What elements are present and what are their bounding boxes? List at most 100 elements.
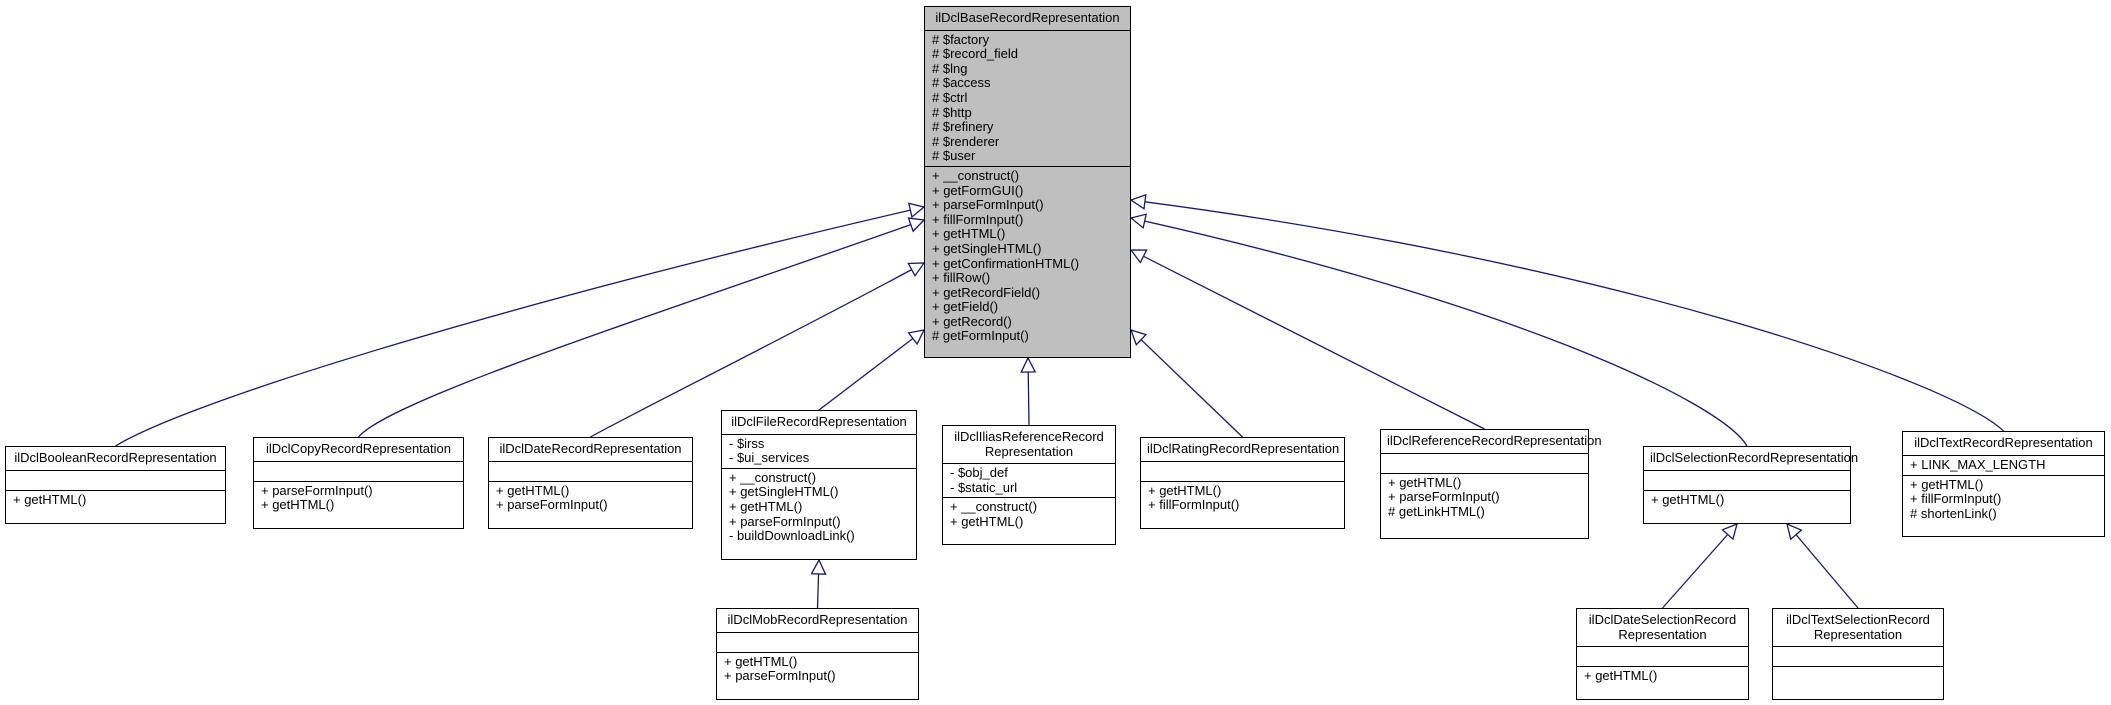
class-box-reference[interactable]: ilDclReferenceRecordRepresentation+ getH…: [1380, 429, 1602, 539]
method-item: # getLinkHTML(): [1388, 503, 1485, 519]
method-item: + __construct(): [729, 469, 817, 485]
inheritance-arrowhead: [1786, 522, 1803, 541]
inheritance-edge-copy: [358, 219, 925, 438]
inheritance-arrowhead: [1129, 193, 1147, 210]
methods-section: + parseFormInput()+ getHTML(): [254, 480, 463, 528]
methods-section: + getHTML()+ fillFormInput()# shortenLin…: [1903, 474, 2104, 536]
class-name-line: ilDclDateSelectionRecord: [1588, 612, 1737, 627]
method-item: # shortenLink(): [1910, 505, 1997, 521]
method-item: + getHTML(): [13, 491, 87, 507]
inheritance-arrowhead: [907, 262, 926, 278]
method-item: + getSingleHTML(): [729, 484, 839, 500]
class-name: ilDclReferenceRecordRepresentation: [1381, 430, 1602, 453]
method-item: + getHTML(): [261, 497, 335, 513]
class-box-selection[interactable]: ilDclSelectionRecordRepresentation+ getH…: [1643, 446, 1859, 524]
method-item: + parseFormInput(): [932, 197, 1044, 213]
methods-section: + getHTML(): [1577, 666, 1748, 699]
method-item: # getFormInput(): [932, 328, 1029, 344]
method-item: + fillFormInput(): [1148, 497, 1240, 513]
class-box-boolean[interactable]: ilDclBooleanRecordRepresentation + getHTM…: [5, 446, 226, 524]
class-name-line: ilDclSelectionRecordRepresentation: [1650, 450, 1859, 465]
class-name-line: ilDclTextSelectionRecord: [1786, 612, 1930, 627]
class-name: ilDclDateRecordRepresentation: [489, 438, 692, 461]
attribute-item: # $access: [932, 75, 991, 91]
attributes-section: [1644, 469, 1850, 490]
inheritance-edge-file: [818, 329, 925, 411]
methods-section: + __construct()+ getFormGUI()+ parseForm…: [925, 165, 1130, 357]
inheritance-edge-text: [1130, 199, 2004, 432]
attribute-item: # $renderer: [932, 133, 1000, 149]
attribute-item: # $lng: [932, 60, 968, 76]
class-name-line: ilDclRatingRecordRepresentation: [1147, 441, 1340, 456]
class-box-mob[interactable]: ilDclMobRecordRepresentation + getHTML()+…: [716, 608, 919, 700]
attribute-item: - $irss: [729, 435, 765, 451]
attributes-section: [254, 460, 463, 481]
attributes-section: [1141, 460, 1344, 481]
class-box-base[interactable]: ilDclBaseRecordRepresentation# $factory#…: [924, 6, 1131, 358]
class-name-line: ilDclReferenceRecordRepresentation: [1387, 433, 1602, 448]
attribute-item: # $ctrl: [932, 89, 968, 105]
class-name-line: ilDclTextRecordRepresentation: [1914, 435, 2093, 450]
class-name: ilDclRatingRecordRepresentation: [1141, 438, 1344, 461]
class-name: ilDclSelectionRecordRepresentation: [1644, 447, 1859, 470]
method-item: + getRecordField(): [932, 284, 1041, 300]
class-box-date[interactable]: ilDclDateRecordRepresentation+ getHTML()…: [488, 437, 693, 529]
inheritance-edge-textselection: [1786, 523, 1859, 609]
inheritance-edge-date: [590, 262, 925, 438]
method-item: + getConfirmationHTML(): [932, 255, 1080, 271]
method-item: + getHTML(): [1584, 668, 1658, 684]
class-name: ilDclBooleanRecordRepresentation: [6, 447, 225, 470]
class-name-line: ilDclCopyRecordRepresentation: [266, 441, 451, 456]
method-item: + parseFormInput(): [729, 513, 841, 529]
inheritance-arrowhead: [1129, 249, 1148, 264]
attributes-section: - $irss- $ui_services: [722, 433, 916, 468]
inheritance-edge-selection: [1130, 217, 1748, 447]
methods-section: + getHTML(): [6, 489, 225, 523]
class-name: ilDclFileRecordRepresentation: [722, 411, 916, 434]
method-item: + fillFormInput(): [1910, 491, 2002, 507]
method-item: + fillRow(): [932, 270, 991, 286]
class-box-rating[interactable]: ilDclRatingRecordRepresentation+ getHTML…: [1140, 437, 1345, 529]
attribute-item: # $record_field: [932, 46, 1018, 62]
methods-section: + getHTML()+ parseFormInput(): [717, 651, 918, 699]
class-box-file[interactable]: ilDclFileRecordRepresentation - $irss- $u…: [721, 410, 917, 560]
method-item: + getHTML(): [950, 513, 1024, 529]
class-name: ilDclTextRecordRepresentation: [1903, 432, 2104, 455]
class-box-copy[interactable]: ilDclCopyRecordRepresentation + parseForm…: [253, 437, 464, 529]
inheritance-edges: [115, 193, 2004, 609]
method-item: + parseFormInput(): [496, 497, 608, 513]
attributes-section: + LINK_MAX_LENGTH: [1903, 454, 2104, 475]
class-name: ilDclMobRecordRepresentation: [717, 609, 918, 632]
class-name-line: ilDclFileRecordRepresentation: [731, 414, 907, 429]
inheritance-edge-rating: [1130, 329, 1243, 438]
inheritance-arrowhead: [907, 217, 926, 233]
attributes-section: # $factory# $record_field# $lng# $access…: [925, 29, 1130, 166]
attributes-section: [6, 469, 225, 490]
method-item: + getFormGUI(): [932, 182, 1024, 198]
attribute-item: # $http: [932, 104, 972, 120]
class-name-line: Representation: [1618, 626, 1707, 642]
methods-section: [1773, 666, 1943, 699]
inheritance-edge-dateselection: [1662, 523, 1738, 609]
method-item: + getRecord(): [932, 313, 1012, 329]
class-name-line: ilDclMobRecordRepresentation: [727, 612, 908, 627]
method-item: + fillFormInput(): [932, 211, 1024, 227]
attribute-item: - $ui_services: [729, 450, 810, 466]
attributes-section: [717, 631, 918, 652]
class-name-line: ilDclIliasReferenceRecord: [954, 429, 1104, 444]
inheritance-arrowhead: [907, 329, 926, 346]
class-box-text[interactable]: ilDclTextRecordRepresentation + LINK_MAX_…: [1902, 431, 2105, 537]
methods-section: + __construct()+ getHTML(): [943, 497, 1115, 544]
attributes-section: [1381, 452, 1588, 473]
class-name-line: ilDclBooleanRecordRepresentation: [14, 450, 217, 465]
class-name-line: Representation: [984, 443, 1074, 459]
attributes-section: [1773, 646, 1943, 666]
inheritance-arrowhead: [1721, 522, 1738, 541]
inheritance-edge-boolean: [115, 206, 925, 447]
inheritance-arrowhead: [907, 202, 926, 219]
